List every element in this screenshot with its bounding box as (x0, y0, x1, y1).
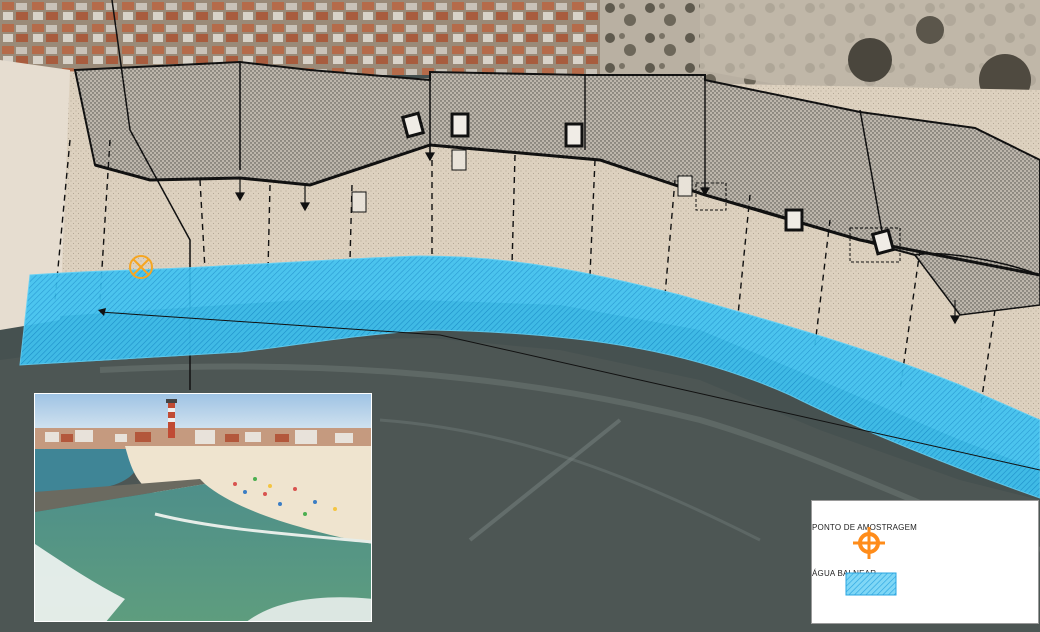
legend-label-bathing-water: ÁGUA BALNEAR (812, 569, 877, 578)
sampling-point-marker[interactable] (129, 255, 153, 279)
beach-lighthouse-photo (35, 394, 371, 621)
beach-photo-inset (34, 393, 372, 622)
crosshair-target-icon (853, 527, 885, 559)
legend-item-sampling-point: PONTO DE AMOSTRAGEM (812, 523, 917, 559)
legend-label-sampling-point: PONTO DE AMOSTRAGEM (812, 523, 917, 532)
hatched-blue-area-icon (845, 572, 897, 596)
map-legend: PONTO DE AMOSTRAGEM ÁGUA BALNEAR (811, 500, 1039, 624)
town-area (0, 0, 620, 75)
legend-item-bathing-water: ÁGUA BALNEAR (812, 569, 897, 596)
